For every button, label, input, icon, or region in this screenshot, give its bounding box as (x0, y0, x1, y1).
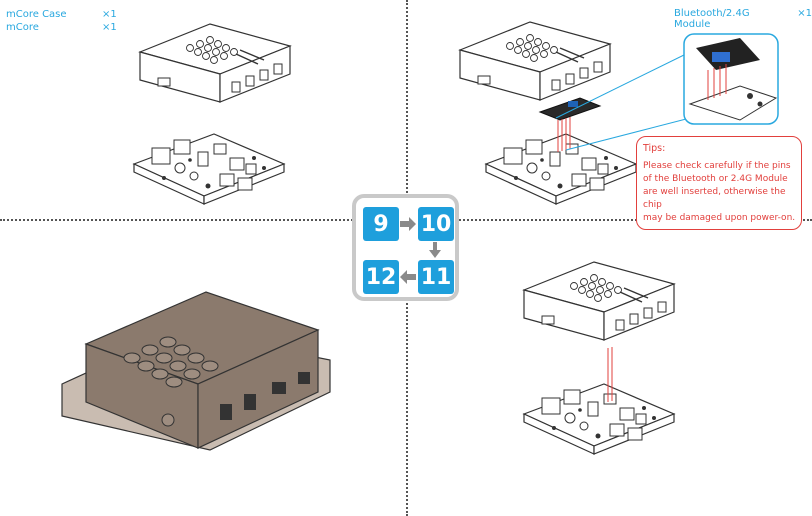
tips-line: of the Bluetooth or 2.4G Module (643, 174, 788, 184)
step-11-badge: 11 (418, 260, 454, 294)
tips-title: Tips: (643, 143, 666, 154)
module-name: Bluetooth/2.4G Module (674, 8, 750, 30)
parts-list: mCore Case ×1 mCore ×1 (6, 8, 117, 34)
arrow-left-icon (400, 270, 416, 284)
arrow-down-icon (429, 242, 441, 258)
tips-line: Please check carefully if the pins (643, 161, 791, 171)
part-name: mCore Case (6, 9, 67, 20)
part-name: mCore (6, 22, 39, 33)
tips-line: are well inserted, otherwise the chip (643, 187, 786, 210)
zoom-callout (555, 33, 779, 151)
module-label: Bluetooth/2.4G Module ×1 (674, 8, 812, 30)
assembled-case-illustration (61, 291, 331, 451)
parts-list-item: mCore Case ×1 (6, 8, 117, 21)
arrow-right-icon (400, 217, 416, 231)
module-qty: ×1 (797, 8, 812, 19)
tips-box: Tips: Please check carefully if the pins… (636, 136, 802, 230)
parts-list-item: mCore ×1 (6, 21, 117, 34)
step-sequence: 9 10 11 12 (352, 194, 459, 301)
step-12-badge: 12 (363, 260, 399, 294)
part-qty: ×1 (102, 9, 117, 20)
step-arrows (400, 217, 441, 284)
step-9-badge: 9 (363, 207, 399, 241)
part-qty: ×1 (102, 22, 117, 33)
step-10-badge: 10 (418, 207, 454, 241)
tips-line: may be damaged upon power-on. (643, 213, 796, 223)
